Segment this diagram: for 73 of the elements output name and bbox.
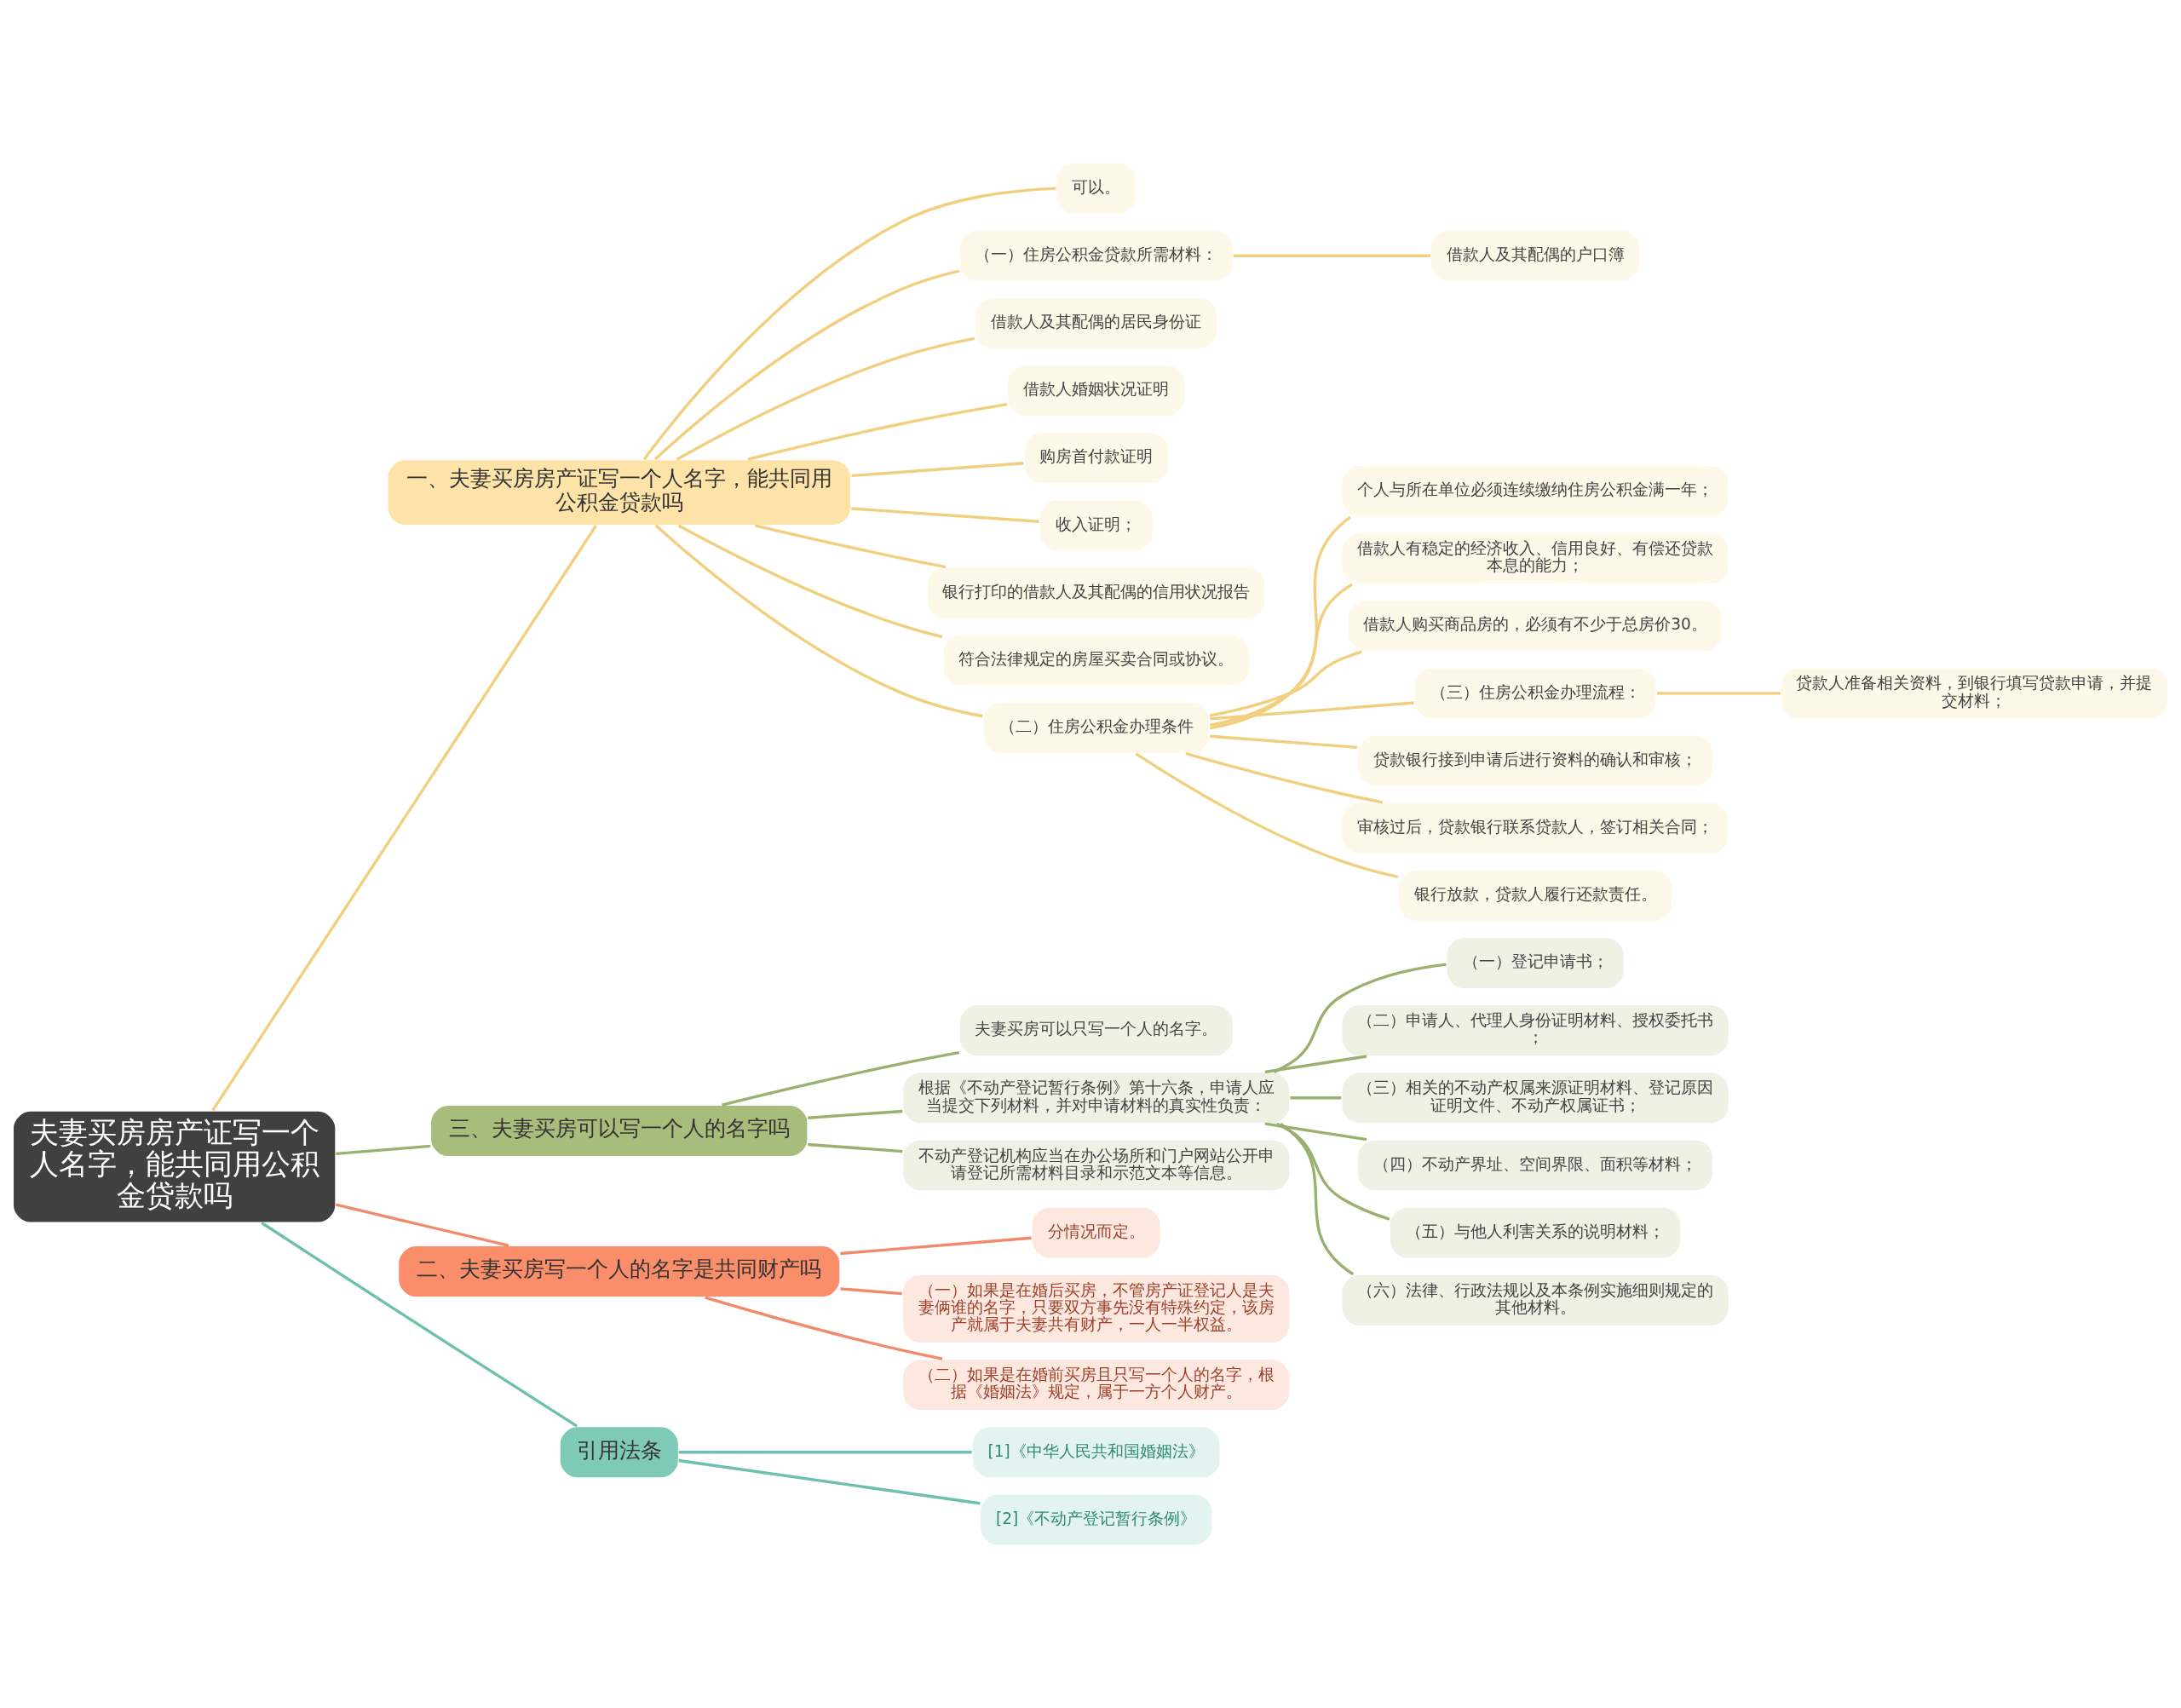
connector [261, 1222, 578, 1428]
connector [335, 1203, 509, 1247]
node-box: 引用法条 [559, 1425, 680, 1479]
node-box: 银行打印的借款人及其配偶的信用状况报告 [926, 566, 1267, 620]
node-box: 不动产登记机构应当在办公场所和门户网站公开申请登记所需材料目录和示范文本等信息。 [901, 1138, 1291, 1193]
node-box: 分情况而定。 [1031, 1205, 1162, 1260]
node-box: 贷款人准备相关资料，到银行填写贷款申请，并提交材料； [1780, 666, 2169, 721]
connector [722, 1051, 960, 1107]
connector [1657, 692, 1781, 695]
connector [1210, 515, 1351, 730]
node-box: 借款人及其配偶的户口簿 [1430, 229, 1641, 283]
connector [653, 269, 960, 461]
node-box: [2]《不动产登记暂行条例》 [979, 1492, 1213, 1547]
node-box: （一）如果是在婚后买房，不管房产证登记人是夫妻俩谁的名字，只要双方事先没有特殊约定，该房产就属于夫妻共有财产，一人一半权益。 [901, 1274, 1291, 1344]
connector [654, 524, 983, 718]
node-box: （二）住房公积金办理条件 [981, 701, 1211, 755]
node-box: 可以。 [1055, 161, 1137, 216]
connector [1273, 963, 1447, 1073]
connector [1290, 1096, 1342, 1100]
node-box: 银行放款，贷款人履行还款责任。 [1397, 869, 1673, 923]
node-box: （六）法律、行政法规以及本条例实施细则规定的其他材料。 [1340, 1274, 1730, 1327]
connector [851, 462, 1024, 478]
node-box: 夫妻买房可以只写一个人的名字。 [958, 1004, 1234, 1057]
connector [1185, 752, 1384, 804]
connector [840, 1236, 1032, 1256]
connector [678, 1458, 981, 1505]
node-box: （二）如果是在婚前买房且只写一个人的名字，根据《婚姻法》规定，属于一方个人财产。 [901, 1358, 1291, 1412]
node-box: 三、夫妻买房可以写一个人的名字吗 [429, 1104, 809, 1158]
connector [1135, 752, 1399, 879]
connector [642, 187, 1056, 461]
connector [336, 1144, 431, 1156]
connector [808, 1142, 903, 1153]
connector [1264, 1122, 1367, 1142]
connector [211, 525, 597, 1112]
connector [851, 507, 1039, 523]
connector [677, 524, 943, 639]
node-box: 夫妻买房房产证写一个人名字，能共同用公积金贷款吗 [12, 1110, 337, 1224]
connector [705, 1296, 943, 1360]
node-box: （二）申请人、代理人身份证明材料、授权委托书； [1340, 1004, 1730, 1057]
connector [808, 1109, 903, 1119]
node-box: （三）住房公积金办理流程： [1413, 666, 1658, 721]
node-box: 借款人及其配偶的居民身份证 [974, 296, 1218, 350]
connector [747, 403, 1008, 461]
node-box: 个人与所在单位必须连续缴纳住房公积金满一年； [1340, 464, 1730, 518]
node-box: 二、夫妻买房写一个人的名字是共同财产吗 [397, 1245, 841, 1298]
node-box: 借款人有稳定的经济收入、信用良好、有偿还贷款本息的能力； [1340, 532, 1730, 585]
connector [754, 524, 947, 569]
node-box: 符合法律规定的房屋买卖合同或协议。 [941, 634, 1251, 687]
connector [1209, 583, 1354, 727]
node-box: 借款人婚姻状况证明 [1006, 364, 1186, 417]
connector [676, 336, 975, 461]
connector [840, 1287, 902, 1296]
connector [1210, 701, 1414, 721]
node-box: 一、夫妻买房房产证写一个人名字，能共同用公积金贷款吗 [386, 458, 852, 526]
node-box: 借款人购买商品房的，必须有不少于总房价30。 [1347, 599, 1724, 653]
connector [1276, 1122, 1390, 1221]
node-box: 贷款银行接到申请后进行资料的确认和审核； [1356, 733, 1714, 788]
node-box: （五）与他人利害关系的说明材料； [1389, 1205, 1682, 1260]
node-box: （一）登记申请书； [1445, 936, 1626, 990]
node-box: 审核过后，贷款银行联系贷款人，签订相关合同； [1340, 802, 1730, 855]
connector [1264, 1055, 1367, 1074]
node-box: （三）相关的不动产权属来源证明材料、登记原因证明文件、不动产权属证书； [1340, 1071, 1730, 1124]
connector [1280, 1123, 1355, 1276]
connector [1210, 734, 1358, 749]
node-box: （一）住房公积金贷款所需材料： [958, 229, 1234, 283]
node-box: 购房首付款证明 [1022, 431, 1170, 485]
node-box: [1]《中华人民共和国婚姻法》 [971, 1425, 1222, 1479]
connector [678, 1451, 972, 1454]
connector [1209, 650, 1362, 717]
connector [1233, 254, 1430, 257]
node-box: （四）不动产界址、空间界限、面积等材料； [1356, 1138, 1714, 1193]
node-box: 收入证明； [1039, 498, 1154, 552]
node-box: 根据《不动产登记暂行条例》第十六条，申请人应当提交下列材料，并对申请材料的真实性负责： [901, 1071, 1291, 1124]
